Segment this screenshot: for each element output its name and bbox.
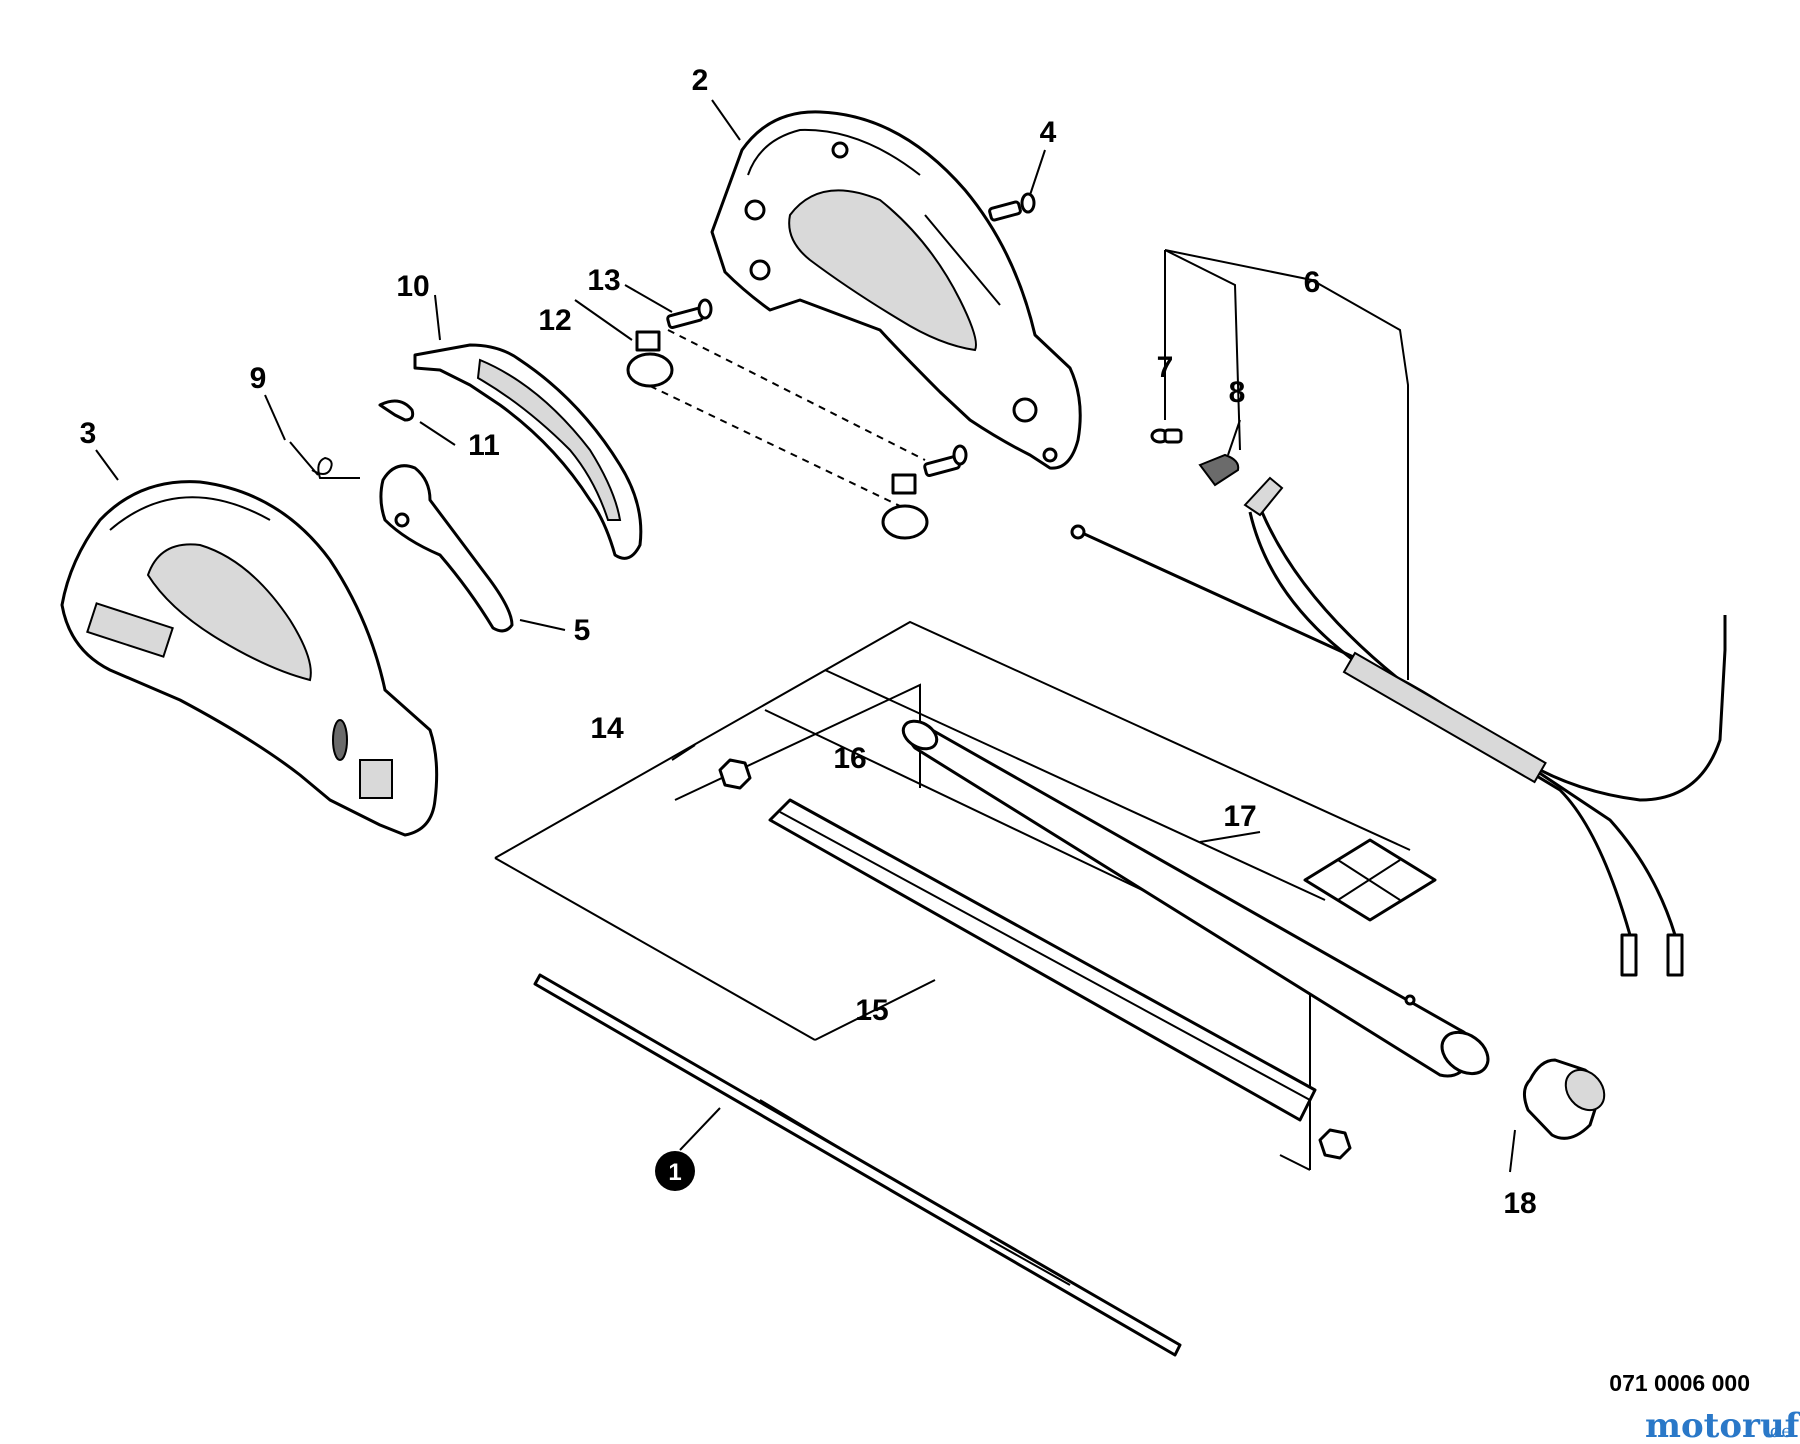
callout-4: 4 — [1040, 116, 1057, 149]
part-9-torsion-spring — [289, 441, 360, 479]
callout-15: 15 — [855, 994, 888, 1027]
part-16-liner — [718, 758, 1352, 1160]
warning-decal — [1303, 838, 1437, 922]
callout-5: 5 — [574, 614, 591, 647]
part-7-screw — [1150, 428, 1183, 444]
callout-16: 16 — [833, 742, 866, 775]
callout-18: 18 — [1503, 1187, 1536, 1220]
part-6-throttle-cable-assembly — [1070, 476, 1727, 977]
part-1-drive-shaft — [533, 973, 1182, 1357]
callout-labels: 2 4 6 13 10 12 7 8 9 11 3 5 14 16 17 15 … — [80, 64, 1537, 1220]
part-10-lockout-lever — [413, 343, 643, 560]
callout-2: 2 — [692, 64, 709, 97]
callout-1-circle — [655, 1151, 695, 1191]
callout-3: 3 — [80, 417, 97, 450]
callout-11: 11 — [468, 429, 500, 462]
callout-13: 13 — [587, 264, 620, 297]
callout-9: 9 — [250, 362, 267, 395]
part-2-handle-upper-half — [710, 110, 1082, 470]
drawing-number: 071 0006 000 — [1609, 1370, 1750, 1396]
leader-lines — [95, 99, 1516, 1173]
part-3-handle-lower-half — [60, 480, 439, 837]
callout-8: 8 — [1229, 376, 1246, 409]
lower-clamp-and-screw — [649, 329, 968, 540]
part-4-screw — [988, 192, 1036, 222]
part-5-throttle-trigger — [379, 464, 514, 633]
watermark-logo: motoruf .de — [1645, 1406, 1800, 1444]
part-8-switch — [1198, 453, 1240, 487]
part-12-clamp — [626, 330, 674, 388]
callout-6: 6 — [1304, 266, 1321, 299]
watermark-main: motoruf — [1645, 1406, 1800, 1444]
callout-10: 10 — [396, 270, 429, 303]
part-18-threaded-sleeve — [1523, 1058, 1606, 1140]
callout-12: 12 — [538, 304, 571, 337]
watermark-suffix: .de — [1764, 1421, 1792, 1442]
part-11-spring — [378, 399, 415, 422]
callout-14: 14 — [590, 712, 624, 745]
part-13-screw — [666, 298, 713, 330]
callout-1: 1 — [668, 1159, 681, 1186]
part-17-drive-tube — [901, 719, 1490, 1078]
callout-17: 17 — [1223, 800, 1256, 833]
callout-7: 7 — [1157, 351, 1174, 384]
